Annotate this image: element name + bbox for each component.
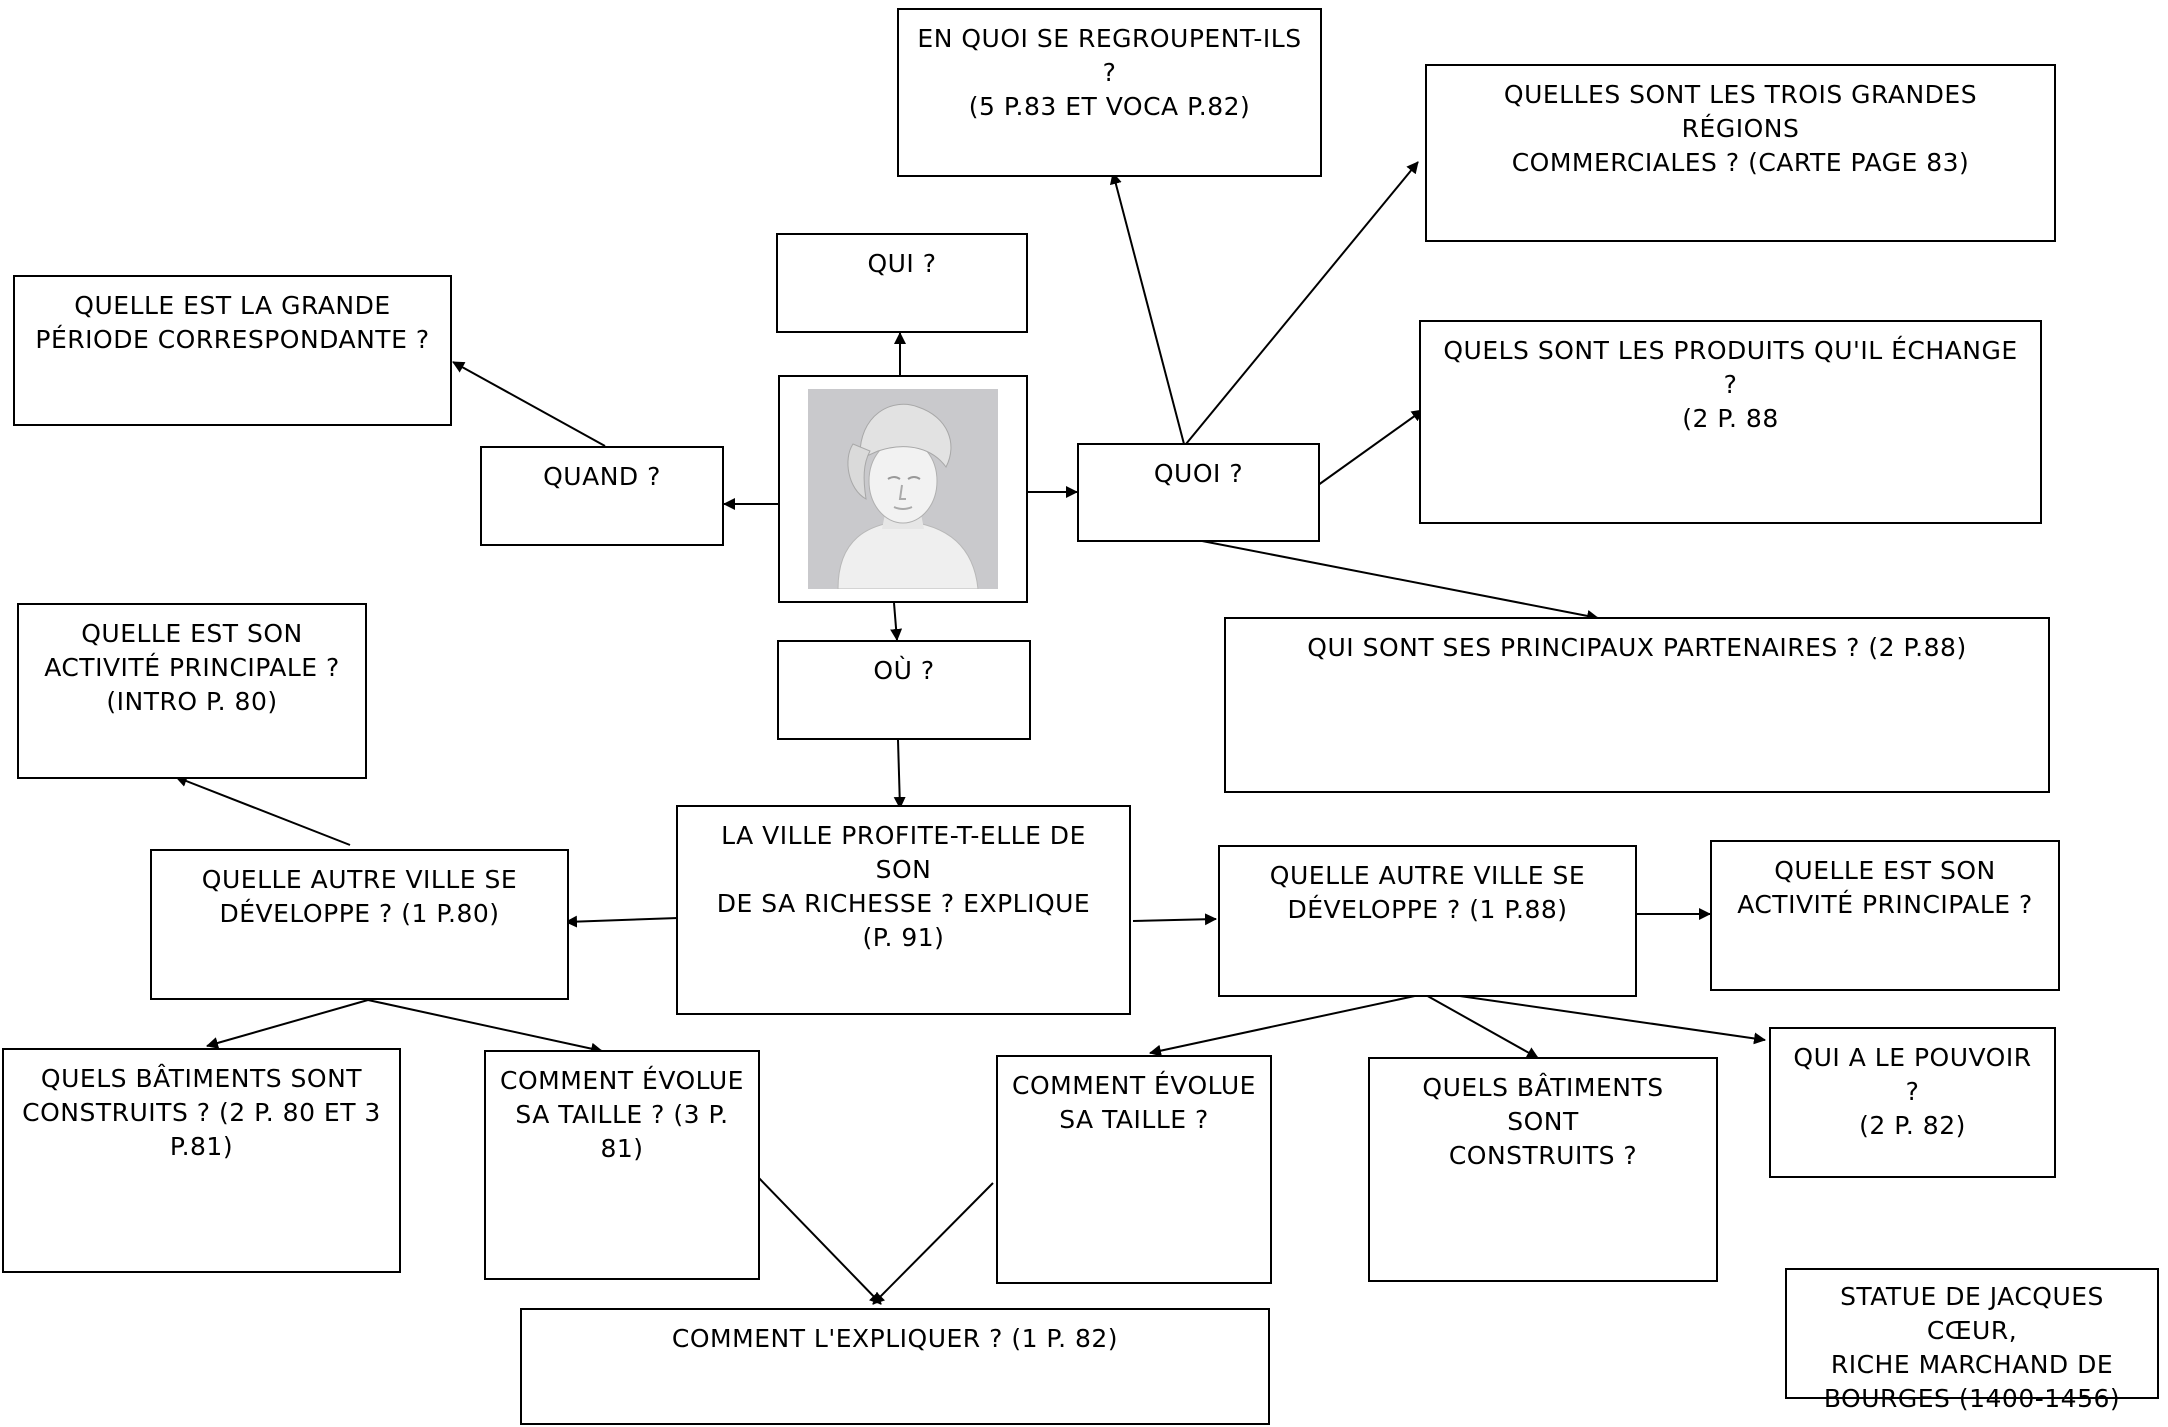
node-regions: Quelles sont les trois grandes régions c… [1425,64,2056,242]
node-produits: Quels sont les produits qu'il échange ? … [1419,320,2042,524]
arrow-to-ville-profite [893,739,906,809]
node-activite-right-text: Quelle est son activité principale ? [1737,856,2033,919]
node-activite-right: Quelle est son activité principale ? [1710,840,2060,991]
node-batiments-left: Quels bâtiments sont construits ? (2 p. … [2,1048,401,1273]
node-ville-profite: La ville profite-t-elle de son de sa ric… [676,805,1131,1015]
node-taille-right: Comment évolue sa taille ? [996,1055,1272,1284]
arrow-to-regroupent [1109,172,1185,445]
node-periode: Quelle est la grande période corresponda… [13,275,452,426]
node-regroupent: En quoi se regroupent-ils ? (5 p.83 et v… [897,8,1322,177]
arrow-to-regions [1185,161,1419,445]
arrow-to-autre-ville-right [1132,913,1217,926]
node-autre-ville-right: Quelle autre ville se développe ? (1 p.8… [1218,845,1637,997]
node-batiments-right-text: Quels bâtiments sont construits ? [1422,1073,1664,1170]
node-batiments-left-text: Quels bâtiments sont construits ? (2 p. … [22,1064,381,1161]
arrow-to-produits [1313,409,1424,489]
node-taille-left: Comment évolue sa taille ? (3 p. 81) [484,1050,760,1280]
node-autre-ville-left: Quelle autre ville se développe ? (1 p.8… [150,849,569,1000]
arrow-to-taille-left [367,999,603,1055]
node-activite-left: Quelle est son activité principale ? (in… [17,603,367,779]
node-taille-right-text: Comment évolue sa taille ? [1012,1071,1256,1134]
node-autre-ville-left-text: Quelle autre ville se développe ? (1 p.8… [201,865,518,928]
arrow-to-pouvoir [1431,991,1766,1045]
node-quand-text: Quand ? [543,462,661,491]
node-regions-text: Quelles sont les trois grandes régions c… [1503,80,1978,177]
node-quoi: Quoi ? [1077,443,1320,542]
node-ville-profite-text: La ville profite-t-elle de son de sa ric… [716,821,1091,952]
node-autre-ville-right-text: Quelle autre ville se développe ? (1 p.8… [1269,861,1586,924]
arrow-left-to-expliquer [755,1174,882,1305]
node-qui-text: Qui ? [867,249,937,278]
arrow-to-taille-right [1149,993,1425,1057]
node-pouvoir-text: Qui a le pouvoir ? (2 p. 82) [1793,1043,2032,1140]
node-ou: Où ? [777,640,1031,740]
node-expliquer-text: Comment l'expliquer ? (1 p. 82) [671,1324,1119,1353]
node-batiments-right: Quels bâtiments sont construits ? [1368,1057,1718,1282]
node-quand: Quand ? [480,446,724,546]
node-pouvoir: Qui a le pouvoir ? (2 p. 82) [1769,1027,2056,1178]
node-quoi-text: Quoi ? [1153,459,1244,488]
arrow-to-ou [890,602,903,641]
statue-bust-icon [808,389,998,589]
node-taille-left-text: Comment évolue sa taille ? (3 p. 81) [500,1066,744,1163]
arrow-to-partenaires [1196,539,1599,622]
arrow-to-activite-left [175,775,351,846]
arrow-right-to-expliquer [872,1182,994,1305]
arrow-to-periode [452,361,606,447]
node-periode-text: Quelle est la grande période corresponda… [35,291,430,354]
arrow-to-batiments-left [206,999,369,1049]
node-ou-text: Où ? [873,656,935,685]
caption-statue-text: Statue de Jacques Cœur, riche marchand d… [1823,1282,2121,1413]
arrow-to-batiments-right [1423,993,1539,1059]
caption-statue: Statue de Jacques Cœur, riche marchand d… [1785,1268,2159,1413]
node-qui: Qui ? [776,233,1028,333]
node-produits-text: Quels sont les produits qu'il échange ? … [1443,336,2018,433]
node-expliquer: Comment l'expliquer ? (1 p. 82) [520,1308,1270,1425]
node-partenaires-text: Qui sont ses principaux partenaires ? (2… [1307,633,1967,662]
center-statue-image [778,375,1028,603]
node-activite-left-text: Quelle est son activité principale ? (in… [44,619,340,716]
node-regroupent-text: En quoi se regroupent-ils ? (5 p.83 et v… [917,24,1302,121]
node-partenaires: Qui sont ses principaux partenaires ? (2… [1224,617,2050,793]
arrow-to-autre-ville-left [565,915,679,928]
